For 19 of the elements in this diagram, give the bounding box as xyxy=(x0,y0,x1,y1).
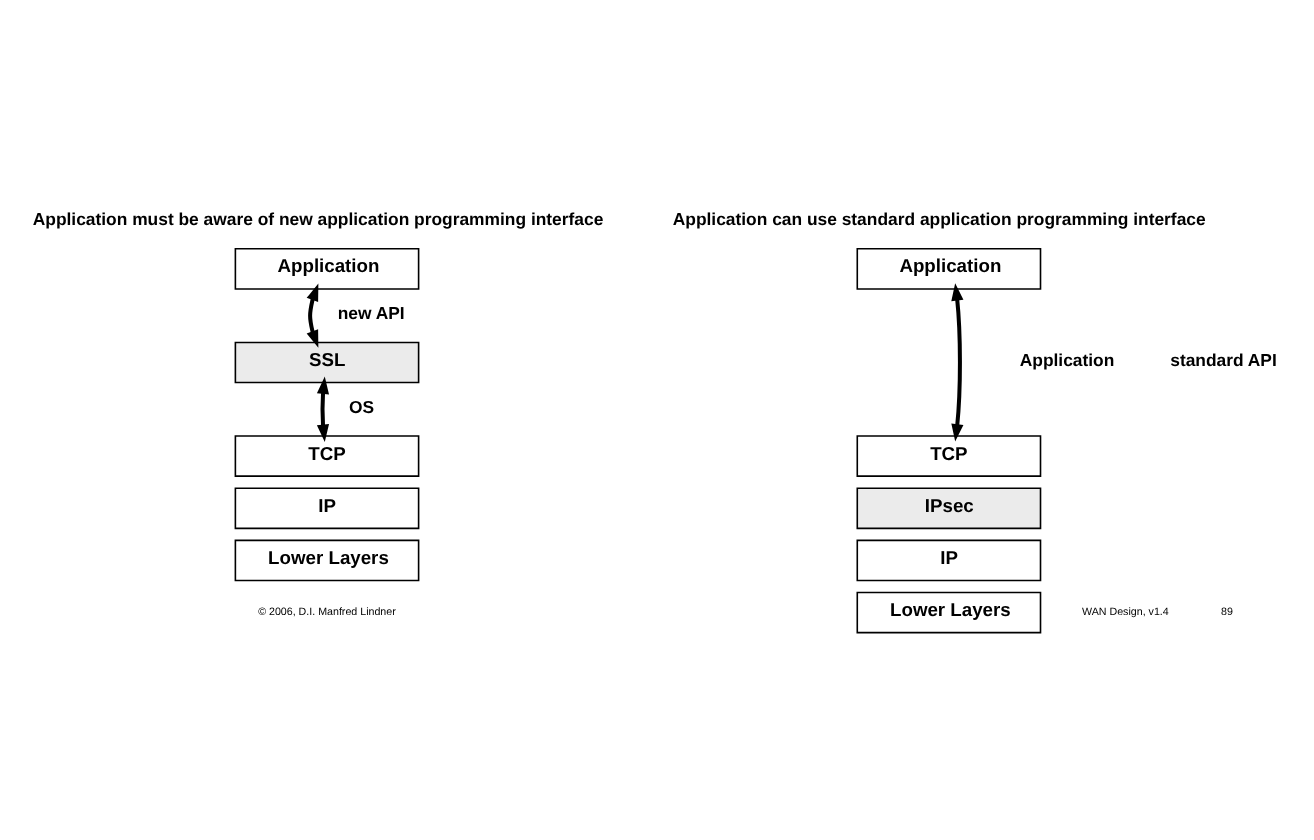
arrow xyxy=(306,283,319,348)
node-box: Application xyxy=(856,248,1042,290)
label: OS xyxy=(349,396,375,417)
label: Application xyxy=(1019,349,1115,370)
label: standard API xyxy=(1170,349,1277,370)
node-box: TCP xyxy=(856,435,1042,477)
node-box: IPsec xyxy=(856,487,1042,530)
node-box: TCP xyxy=(234,435,420,477)
node-box: Application xyxy=(234,248,420,290)
arrow xyxy=(316,376,330,442)
node-box: IP xyxy=(856,539,1042,582)
node-box: IP xyxy=(234,487,420,530)
arrow xyxy=(951,283,964,442)
label: Application can use standard application programming interface xyxy=(672,209,1206,230)
node-box: Lower Layers xyxy=(234,539,420,582)
node-box: SSL xyxy=(234,341,420,384)
node-box: Lower Layers xyxy=(856,591,1042,634)
label: Application must be aware of new application programming interface xyxy=(32,209,604,230)
label: new API xyxy=(337,302,405,323)
